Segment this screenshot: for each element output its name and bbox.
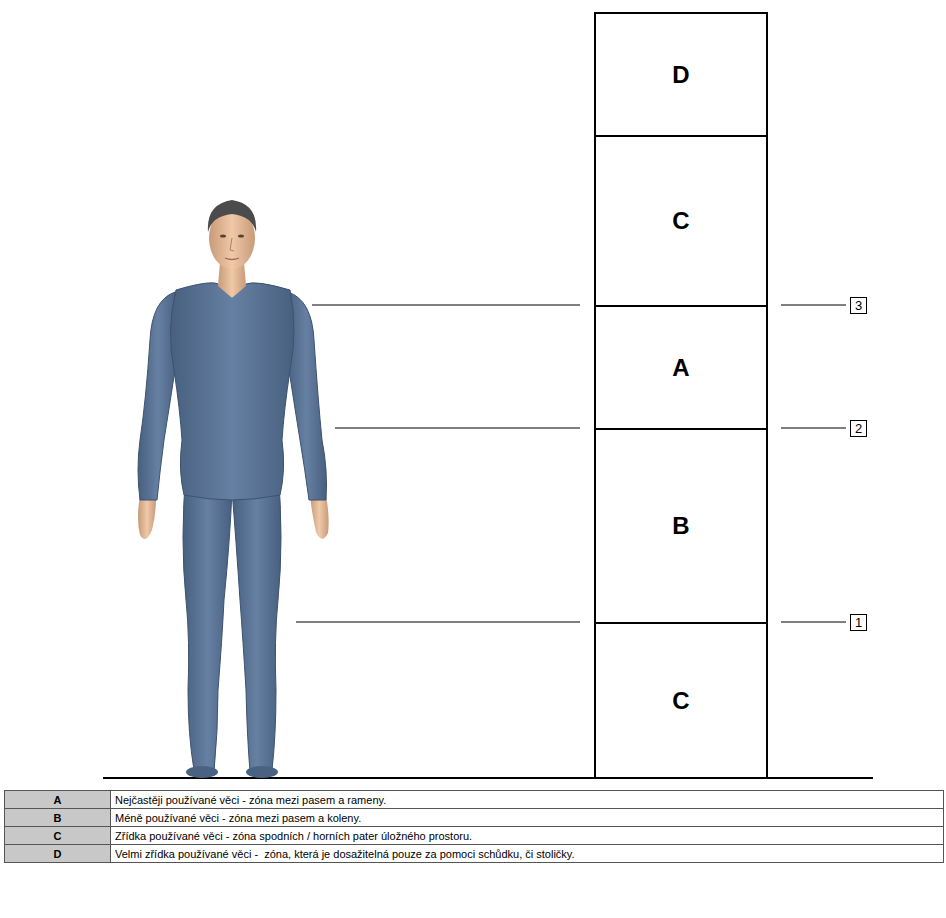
callout-number: 1	[850, 614, 867, 631]
zone-box: B	[594, 428, 768, 624]
waist-line	[335, 428, 580, 429]
leader-line	[781, 305, 846, 306]
zone-label: 1	[855, 615, 862, 630]
zone-label: C	[672, 207, 689, 235]
zone-box: D	[594, 12, 768, 137]
zone-label: C	[672, 687, 689, 715]
table-cell: Méně používané věci - zóna mezi pasem a …	[110, 808, 944, 827]
zone-label: D	[672, 61, 689, 89]
zone-label: 2	[855, 421, 862, 436]
table-cell: Nejčastěji používané věci - zóna mezi pa…	[110, 790, 944, 809]
leader-line	[781, 428, 846, 429]
zone-label: 3	[855, 298, 862, 313]
zone-label: B	[672, 512, 689, 540]
table-cell: Zřídka používané věci - zóna spodních / …	[110, 826, 944, 845]
knee-line	[296, 622, 580, 623]
zone-label: A	[672, 354, 689, 382]
zone-box: C	[594, 135, 768, 307]
table-key: A	[4, 790, 111, 809]
callout-number: 3	[850, 297, 867, 314]
shoulder-line	[312, 305, 580, 306]
human-figure	[138, 200, 329, 778]
callout-number: 2	[850, 420, 867, 437]
zone-box: C	[594, 622, 768, 779]
table-cell: Velmi zřídka používané věci - zóna, kter…	[110, 844, 944, 863]
zone-box: A	[594, 305, 768, 430]
table-key: C	[4, 826, 111, 845]
leader-line	[781, 622, 846, 623]
table-key: B	[4, 808, 111, 827]
table-key: D	[4, 844, 111, 863]
